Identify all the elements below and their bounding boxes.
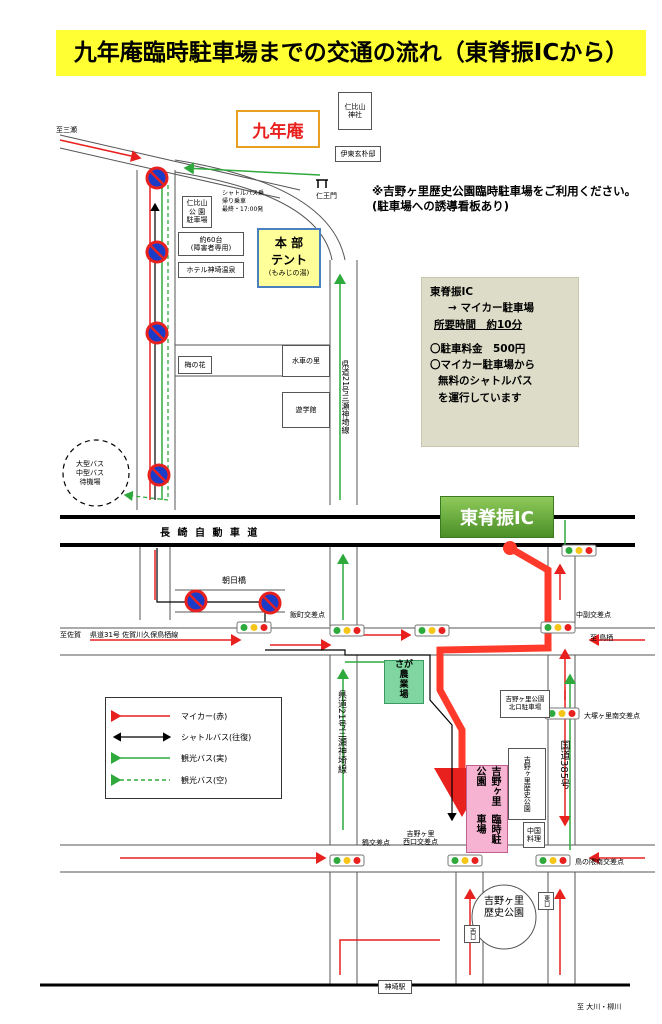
iimachi-crossing: 飯町交差点	[290, 611, 325, 619]
legend-tour-bus-empty: 観光バス(空)	[181, 776, 228, 785]
nakasoe-crossing: 中副交差点	[576, 611, 611, 619]
legend-lines	[111, 710, 172, 786]
history-park-circle	[471, 884, 537, 950]
yoshinogari-north-parking: 吉野ヶ里公園 北口駐車場	[500, 690, 550, 718]
traffic-lights	[236, 544, 597, 867]
nihiyama-shrine: 仁比山 神社	[338, 92, 372, 130]
history-park-small: 吉野ヶ里歴史公園	[508, 748, 546, 820]
asahibashi-label: 朝日橋	[222, 576, 246, 585]
higashisefuri-ic-sign: 東脊振IC	[440, 496, 554, 538]
info-line1: 東脊振IC	[430, 286, 474, 298]
kendo31-label: 県道31号 佐賀川久保鳥栖線	[90, 631, 179, 639]
umenohana: 梅の花	[178, 356, 212, 374]
info-line2: → マイカー駐車場	[448, 302, 534, 315]
info-line5: 〇マイカー駐車場から	[430, 359, 535, 372]
kendo21-north: 県道21号三瀬神埼線	[341, 360, 350, 435]
route-start-dot	[503, 541, 517, 555]
torii-icon	[316, 179, 328, 188]
west-gate: 西口	[464, 925, 480, 943]
hotel-kanzaki: ホテル神埼温泉	[178, 262, 244, 278]
page-title: 九年庵臨時駐車場までの交通の流れ（東脊振ICから）	[56, 30, 646, 76]
to-okawa-label: 至 大川・柳川	[577, 1003, 622, 1011]
temp-parking-label: 臨時駐車場	[474, 813, 500, 844]
hombu-line1: 本 部	[274, 236, 304, 250]
main-route-highlight	[434, 544, 552, 817]
no-parking-signs	[145, 166, 282, 615]
chugoku-ryori: 中国料理	[523, 822, 545, 848]
niomon-label: 仁王門	[316, 192, 337, 200]
parking-notice: ※吉野ヶ里歴史公園臨時駐車場をご利用ください。(駐車場への誘導看板あり)	[372, 184, 637, 213]
info-line7: を運行しています	[438, 391, 522, 404]
to-tosu-label: 至 鳥栖	[590, 634, 614, 642]
temp-parking-park: 吉野ヶ里公園	[474, 766, 500, 806]
info-box: 東脊振IC → マイカー駐車場 所要時間 約10分 〇駐車料金 500円 〇マイ…	[421, 277, 579, 447]
ito-genboku-house: 伊東玄朴邸	[335, 146, 381, 162]
legend-box: マイカー(赤) シャトルバス(往復) 観光バス(実) 観光バス(空)	[105, 697, 282, 799]
east-gate: 東口	[538, 892, 554, 910]
yoshinogari-west-crossing: 吉野ヶ里 西口交差点	[403, 830, 438, 847]
tour-bus-empty-routes	[123, 185, 169, 502]
hombu-tent: 本 部 テント (もみじの湯)	[257, 228, 321, 288]
hombu-line2: テント	[270, 253, 307, 267]
shuttle-stop-label: シャトルバス乗 帰り乗車 最終・17:00発	[222, 190, 265, 213]
info-line6: 無料のシャトルバス	[438, 375, 533, 388]
kendo21-south: 県道21号三瀬神埼線	[336, 690, 346, 774]
kunenan-label: 九年庵	[236, 110, 320, 148]
legend-shuttle: シャトルバス(往復)	[181, 733, 252, 742]
suisha-no-sato: 水車の里	[282, 345, 330, 377]
legend-tour-bus: 観光バス(実)	[181, 754, 228, 763]
history-park-big: 吉野ヶ里 歴史公園	[484, 896, 524, 919]
torinokuma-crossing: 鳥の隈南交差点	[575, 858, 624, 866]
to-saga-label: 至佐賀	[60, 631, 81, 639]
route-385: 国道385号	[558, 740, 569, 790]
to-mitsuse-label: 至三瀬	[56, 126, 77, 134]
saga-market: さが 農 業 場	[384, 660, 424, 704]
nihiyama-park-parking: 仁比山 公 園 駐車場	[182, 196, 212, 228]
big-bus-area-circle	[62, 439, 130, 507]
tsuru-crossing: 鶴交差点	[362, 839, 390, 847]
temp-parking: 吉野ヶ里公園 臨時駐車場	[466, 765, 508, 853]
big-bus-waiting: 大型バス 中型バス 待機場	[76, 460, 104, 487]
legend-car: マイカー(赤)	[181, 712, 228, 721]
car-routes	[59, 139, 645, 975]
expressway-label: 長 崎 自 動 車 道	[160, 528, 260, 539]
disabled-parking: 約60台 (障害者専用)	[178, 232, 244, 256]
info-line3: 所要時間 約10分	[434, 318, 523, 331]
kanzaki-station: 神埼駅	[378, 980, 412, 994]
info-line4: 〇駐車料金 500円	[430, 342, 526, 355]
yugakukan: 遊学館	[282, 392, 330, 428]
otsukagari-crossing: 大塚ヶ里南交差点	[584, 712, 640, 720]
hombu-sub: (もみじの湯)	[268, 269, 310, 277]
